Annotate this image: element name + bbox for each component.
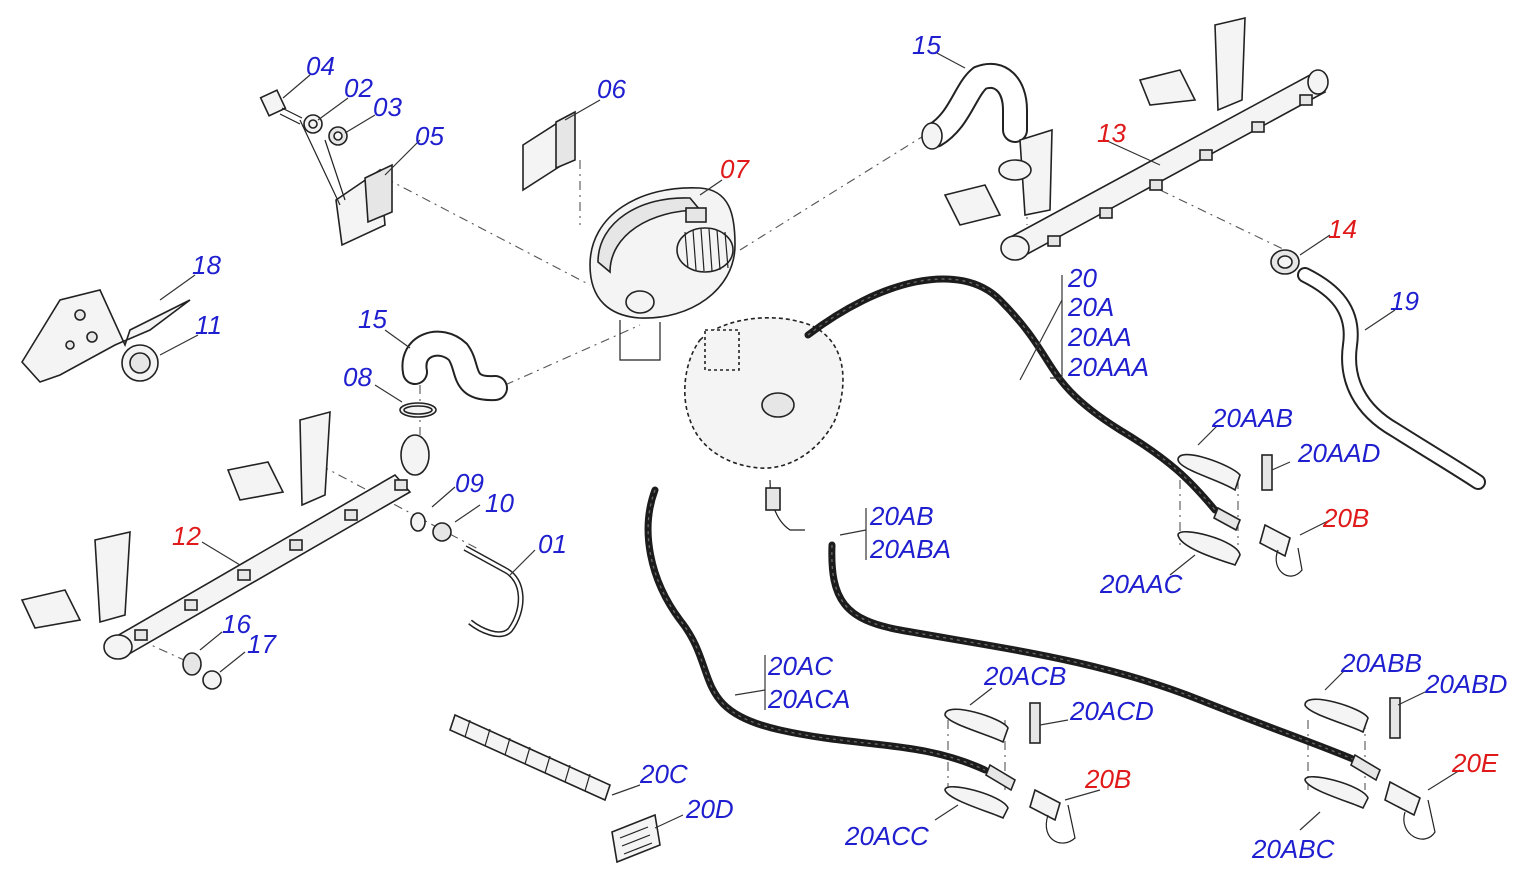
label-17: 17: [247, 629, 277, 659]
decal-20D: [611, 813, 661, 864]
bolt-washer-nut: [259, 89, 348, 146]
label-20ABC: 20ABC: [1251, 834, 1335, 864]
label-19: 19: [1390, 286, 1419, 316]
label-20ABA: 20ABA: [869, 534, 951, 564]
label-05: 05: [415, 121, 444, 151]
label-20: 20: [1067, 263, 1097, 293]
label-20AAD: 20AAD: [1297, 438, 1380, 468]
ring-08: [399, 402, 437, 418]
label-20AB: 20AB: [869, 501, 934, 531]
label-14: 14: [1328, 214, 1357, 244]
label-12: 12: [172, 521, 201, 551]
label-07: 07: [720, 154, 750, 184]
label-20E: 20E: [1451, 748, 1499, 778]
label-18: 18: [192, 250, 221, 280]
hose-19: [1297, 267, 1486, 490]
elbow-tube-15-top: [921, 62, 1028, 150]
label-20B-top: 20B: [1322, 503, 1369, 533]
label-20B-bottom: 20B: [1084, 764, 1131, 794]
label-20ABD: 20ABD: [1424, 669, 1507, 699]
coupling-group-20AB: [1304, 697, 1436, 840]
bracket-18: [21, 289, 191, 383]
part-labels: 04 02 03 05 06 07 15 13 14 19 18 11 15 0…: [172, 30, 1507, 864]
knob-11: [121, 344, 159, 382]
label-13: 13: [1097, 118, 1126, 148]
label-20ABB: 20ABB: [1340, 648, 1422, 678]
label-11: 11: [195, 310, 222, 340]
manifold-13: [943, 16, 1329, 261]
coupling-group-20AC: [944, 702, 1076, 844]
hydraulic-hoses: [644, 275, 1359, 774]
label-20AA: 20AA: [1067, 322, 1132, 352]
label-20A: 20A: [1067, 292, 1114, 322]
label-20AAC: 20AAC: [1099, 569, 1183, 599]
label-20C: 20C: [639, 759, 688, 789]
label-02: 02: [344, 73, 373, 103]
nozzle-row-bottom: [134, 479, 408, 641]
label-20AAA: 20AAA: [1067, 352, 1149, 382]
label-20D: 20D: [685, 794, 734, 824]
label-10: 10: [485, 488, 514, 518]
label-16: 16: [222, 609, 251, 639]
label-20AAB: 20AAB: [1211, 403, 1293, 433]
nozzle-row-top: [1047, 94, 1313, 247]
label-03: 03: [373, 92, 402, 122]
label-15-bottom: 15: [358, 304, 387, 334]
label-20ACC: 20ACC: [844, 821, 929, 851]
label-20AC: 20AC: [767, 651, 833, 681]
manifold-12: [20, 410, 430, 660]
washer-nut-09-10: [410, 512, 452, 542]
leader-lines: [159, 51, 1461, 831]
coil-spring-icon: [684, 228, 729, 272]
label-08: 08: [343, 362, 372, 392]
label-20ACB: 20ACB: [983, 661, 1066, 691]
fitting-16-17: [182, 652, 222, 690]
u-bolt-01: [463, 545, 524, 638]
mounting-plate-06: [522, 110, 576, 192]
label-15-top: 15: [912, 30, 941, 60]
spiral-wrap-20C: [449, 713, 611, 802]
label-09: 09: [455, 468, 484, 498]
label-01: 01: [538, 529, 567, 559]
elbow-tube-15-bottom: [401, 330, 508, 402]
label-20ACD: 20ACD: [1069, 696, 1154, 726]
blower-housing-07: [589, 187, 736, 361]
label-04: 04: [306, 51, 335, 81]
hose-clamp-14: [1270, 249, 1300, 275]
pump-assembly: [684, 316, 844, 531]
label-06: 06: [597, 74, 626, 104]
coupling-group-20AA: [1177, 453, 1303, 577]
mounting-bracket-05: [299, 119, 393, 247]
label-20ACA: 20ACA: [767, 684, 850, 714]
